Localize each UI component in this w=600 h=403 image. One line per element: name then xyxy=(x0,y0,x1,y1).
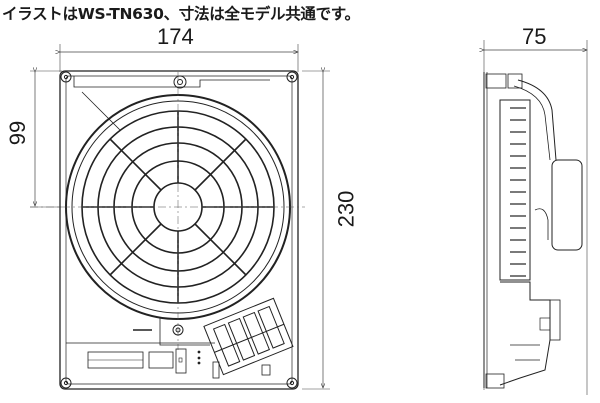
dimension-width: 174 xyxy=(157,24,194,49)
depth-dimension-line xyxy=(484,40,587,395)
offset-dimension-line xyxy=(30,71,62,208)
side-view xyxy=(483,72,583,389)
width-dimension-line xyxy=(60,44,298,72)
dimension-depth: 75 xyxy=(522,24,547,49)
caption: イラストはWS-TN630、寸法は全モデル共通です。 xyxy=(2,5,360,23)
height-dimension-line xyxy=(302,71,330,390)
front-view xyxy=(30,70,305,390)
